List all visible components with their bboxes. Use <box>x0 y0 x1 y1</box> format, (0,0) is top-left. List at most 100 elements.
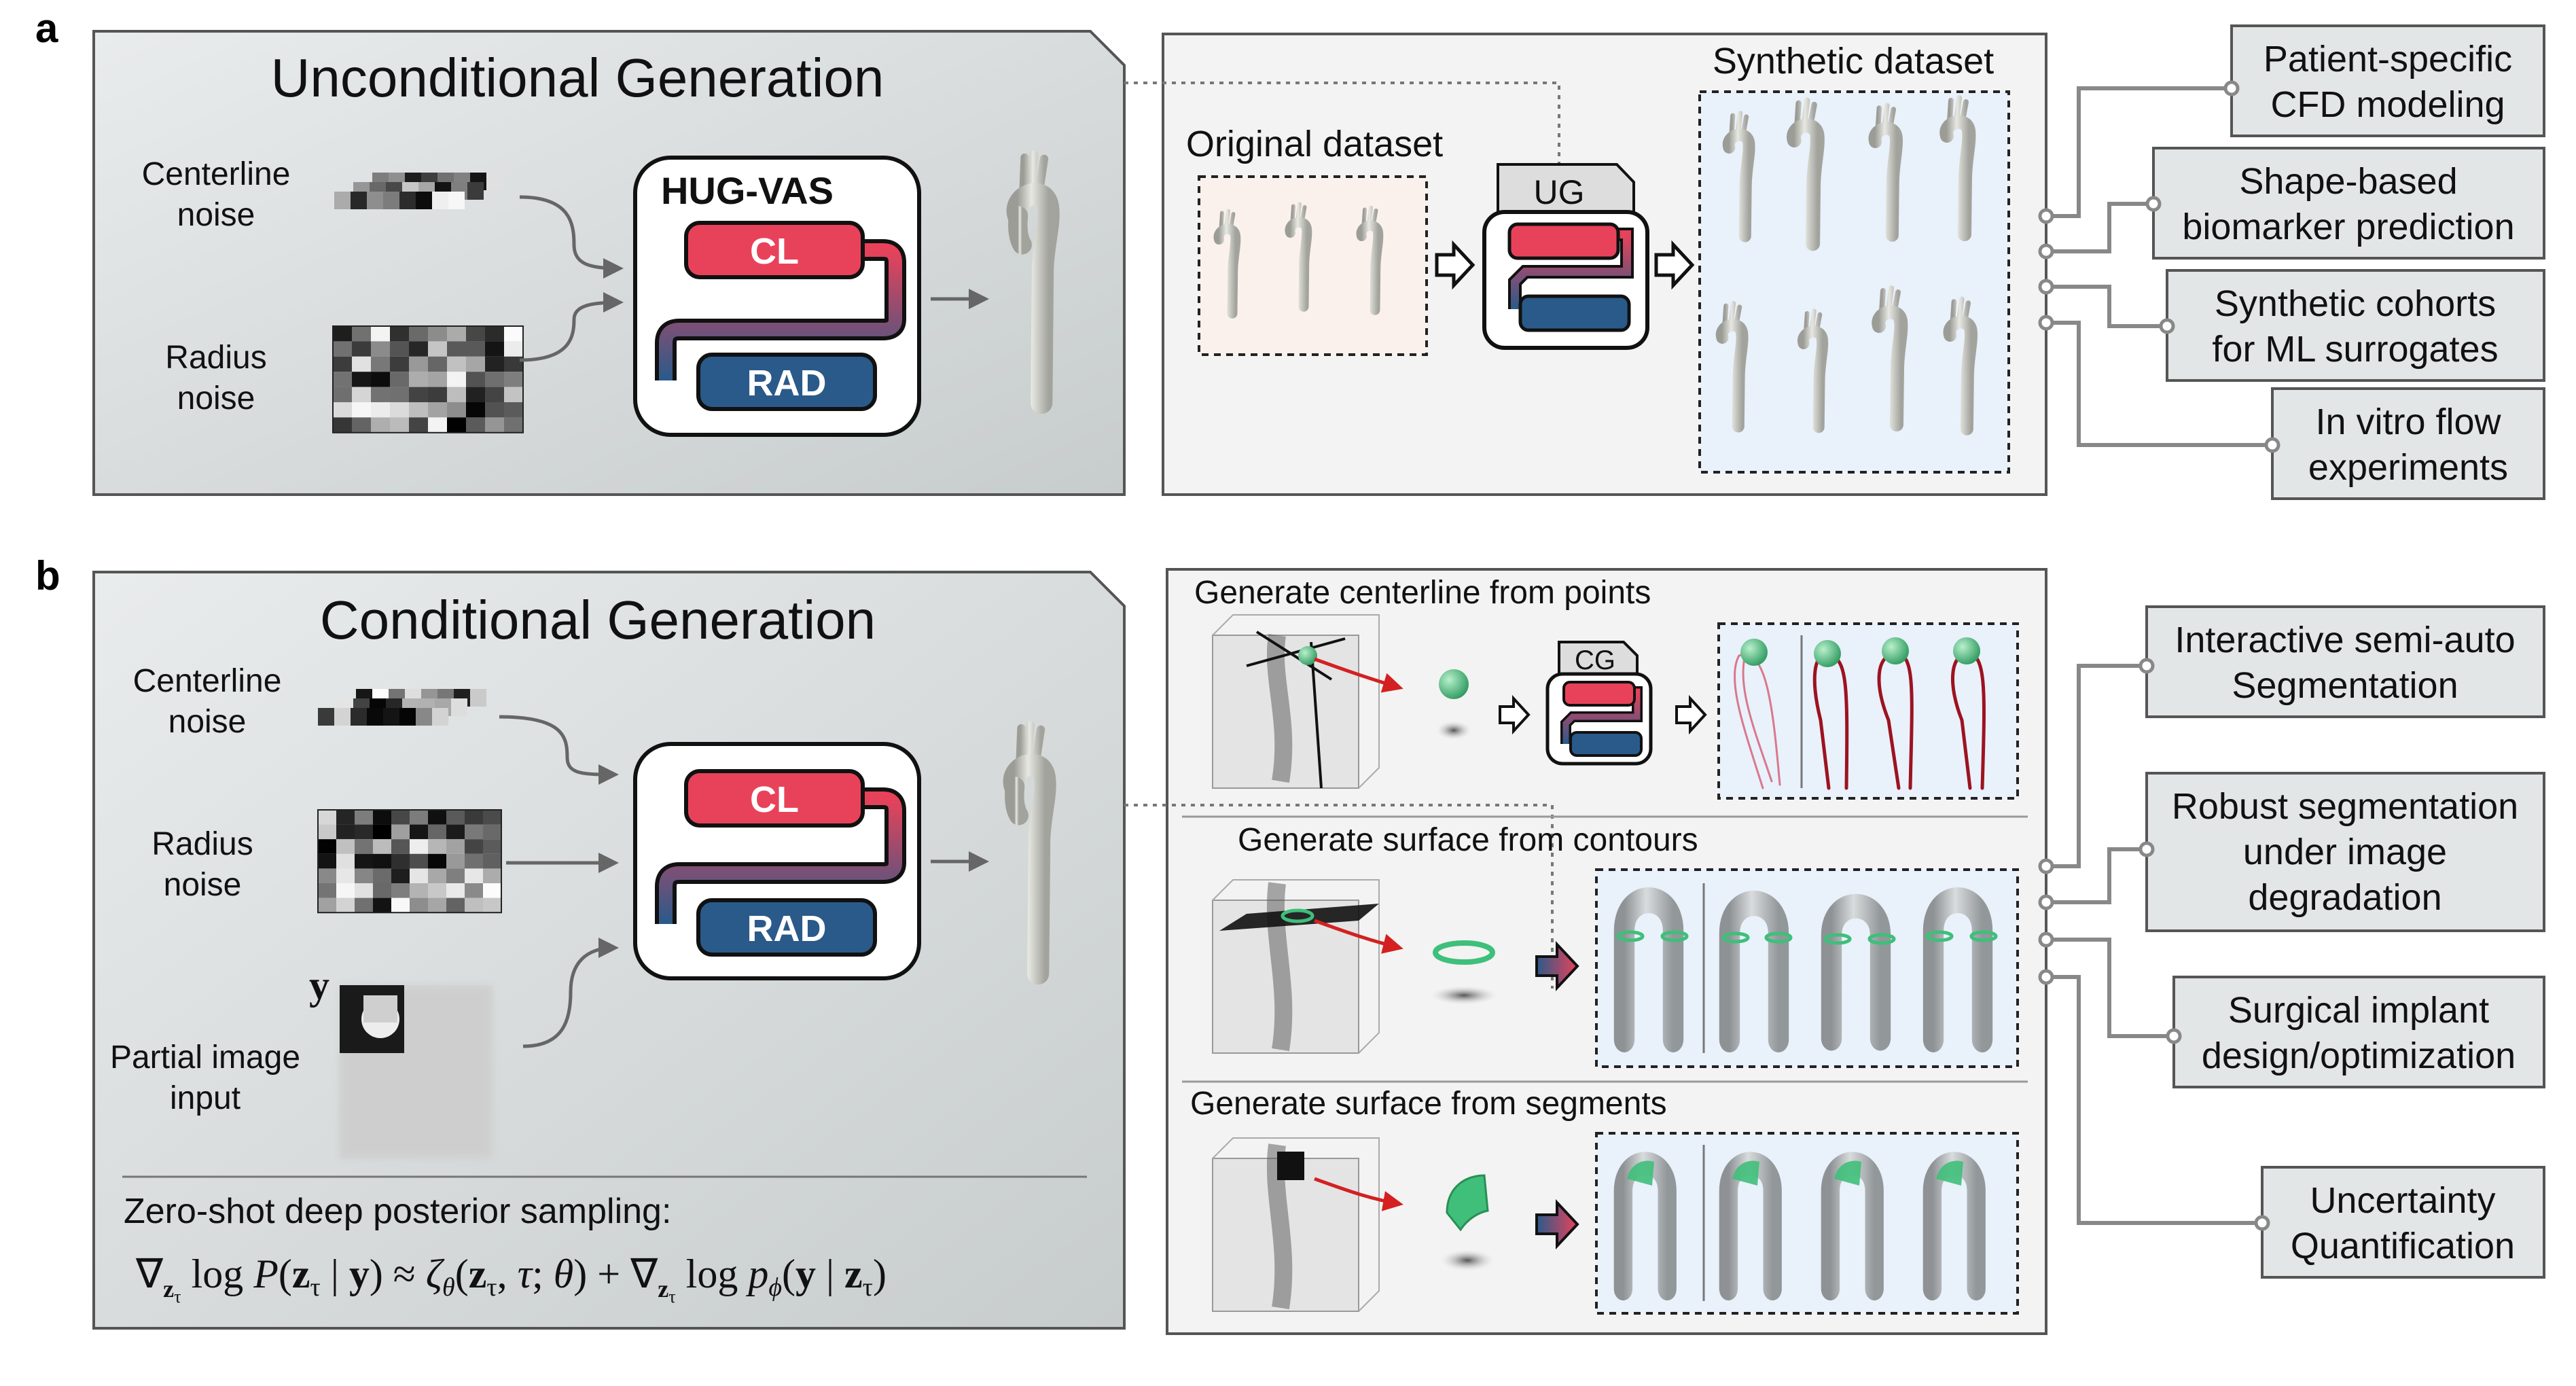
arrow-original-to-ug <box>1435 240 1475 290</box>
app-a-3-line2: for ML surrogates <box>2212 329 2498 370</box>
ct-volume-1 <box>1212 614 1380 789</box>
ct-volume-3 <box>1212 1137 1380 1312</box>
radius-noise-label-line2: noise <box>177 380 255 416</box>
contour-shadow <box>1430 986 1498 1005</box>
connector-dots-a <box>2038 80 2280 453</box>
task-1-title: Generate centerline from points <box>1194 575 1651 611</box>
panel-b-title: Conditional Generation <box>320 590 876 650</box>
model-name: HUG-VAS <box>661 169 834 212</box>
app-b-1-line2: Segmentation <box>2232 665 2458 706</box>
arrow-to-cg <box>1499 694 1531 735</box>
app-box-a-3: Synthetic cohorts for ML surrogates <box>2166 269 2545 382</box>
red-arrow-2 <box>1314 919 1403 954</box>
task-2-title: Generate surface from contours <box>1238 822 1698 858</box>
cl-block <box>684 221 865 279</box>
app-b-4-line2: Quantification <box>2291 1226 2515 1266</box>
app-box-b-4: Uncertainty Quantification <box>2261 1166 2545 1279</box>
app-a-4-line1: In vitro flow <box>2315 402 2501 442</box>
partial-image-line1: Partial image <box>110 1040 300 1076</box>
cg-rad-block <box>1569 731 1643 757</box>
ct-volume-2 <box>1212 879 1380 1054</box>
cl-rad-connector <box>659 243 902 380</box>
app-box-b-1: Interactive semi-auto Segmentation <box>2145 605 2545 718</box>
gradient-arrow-2 <box>1535 940 1579 992</box>
radius-noise-label-line1: Radius <box>165 340 266 376</box>
seed-shadow <box>1436 721 1471 740</box>
dotted-link-b <box>1124 804 1554 989</box>
cg-label: CG <box>1575 645 1615 675</box>
arrow-radius-to-model <box>519 292 624 362</box>
ug-label: UG <box>1534 173 1585 211</box>
arrow-ug-to-synthetic <box>1654 240 1695 290</box>
segment-patches-output <box>1627 1160 1963 1186</box>
output-seed-4 <box>1953 637 1980 664</box>
b-radius-noise-line2: noise <box>164 867 242 903</box>
centerline-noise-label-line2: noise <box>177 197 255 233</box>
b-arrow-centerline-to-model <box>499 715 619 785</box>
rad-block <box>696 353 877 411</box>
cg-cl-block <box>1562 681 1636 707</box>
cl-label: CL <box>750 231 799 272</box>
partial-image-line2: input <box>170 1080 240 1116</box>
output-seed-1 <box>1740 639 1768 666</box>
panel-a-letter: a <box>35 5 58 51</box>
app-box-a-2: Shape-based biomarker prediction <box>2152 147 2545 260</box>
gradient-arrow-3 <box>1535 1198 1579 1250</box>
synthetic-dataset-label: Synthetic dataset <box>1713 41 1994 82</box>
app-a-1-line1: Patient-specific <box>2264 39 2512 79</box>
connector-dots-b <box>2038 658 2270 1231</box>
output-seed-2 <box>1814 640 1841 667</box>
centerline-noise-label-line1: Centerline <box>142 156 291 192</box>
app-box-a-4: In vitro flow experiments <box>2271 387 2545 500</box>
contour-ring <box>1433 940 1495 965</box>
b-radius-noise-line1: Radius <box>151 826 253 862</box>
app-b-3-line2: design/optimization <box>2202 1035 2516 1076</box>
seed-point <box>1439 669 1469 699</box>
segment-patch <box>1446 1174 1489 1232</box>
app-a-1-line2: CFD modeling <box>2270 84 2505 125</box>
arrow-centerline-to-model <box>519 195 624 279</box>
connectors-a <box>2046 86 2272 447</box>
dotted-link-a <box>1124 82 1560 166</box>
b-rad-block <box>696 898 877 957</box>
app-b-2-line3: degradation <box>2248 877 2441 918</box>
app-box-a-1: Patient-specific CFD modeling <box>2230 24 2545 137</box>
red-arrow-3 <box>1314 1177 1403 1211</box>
b-cl-label: CL <box>750 779 799 820</box>
app-a-2-line1: Shape-based <box>2239 161 2457 202</box>
b-rad-label: RAD <box>747 908 827 949</box>
rad-label: RAD <box>747 363 827 404</box>
contour-rings-output <box>1616 930 1998 945</box>
app-a-2-line2: biomarker prediction <box>2182 207 2514 247</box>
app-b-3-line1: Surgical implant <box>2228 990 2489 1031</box>
connectors-b <box>2046 664 2262 1225</box>
b-centerline-noise-line2: noise <box>168 704 247 740</box>
app-b-1-line1: Interactive semi-auto <box>2175 620 2515 660</box>
output-seed-3 <box>1882 637 1909 664</box>
b-centerline-noise-line1: Centerline <box>133 663 282 699</box>
app-b-2-line1: Robust segmentation <box>2172 786 2518 827</box>
original-dataset-label: Original dataset <box>1186 124 1443 164</box>
y-symbol: y <box>309 963 329 1008</box>
segment-shadow <box>1440 1249 1495 1271</box>
posterior-sampling-title: Zero-shot deep posterior sampling: <box>124 1192 671 1231</box>
app-a-4-line2: experiments <box>2308 447 2508 488</box>
panel-b-letter: b <box>35 553 60 599</box>
task-3-title: Generate surface from segments <box>1190 1086 1667 1122</box>
panel-a-title: Unconditional Generation <box>271 48 884 108</box>
b-radius-noise-grid <box>317 809 502 914</box>
app-box-b-2: Robust segmentation under image degradat… <box>2145 772 2545 932</box>
ug-cl-block <box>1507 222 1620 260</box>
ug-rad-block <box>1518 294 1631 332</box>
b-cl-block <box>684 769 865 828</box>
radius-noise-grid <box>332 325 524 433</box>
app-box-b-3: Surgical implant design/optimization <box>2172 976 2545 1088</box>
posterior-equation: ∇zτ log P(zτ | y) ≈ ζθ(zτ, τ; θ) + ∇zτ l… <box>135 1251 887 1307</box>
b-arrow-image-to-model <box>522 938 619 1048</box>
app-a-3-line1: Synthetic cohorts <box>2215 283 2496 324</box>
app-b-4-line1: Uncertainty <box>2310 1180 2495 1221</box>
ug-tab <box>1497 163 1635 219</box>
app-b-2-line2: under image <box>2243 832 2447 872</box>
red-arrow-1 <box>1314 657 1403 693</box>
